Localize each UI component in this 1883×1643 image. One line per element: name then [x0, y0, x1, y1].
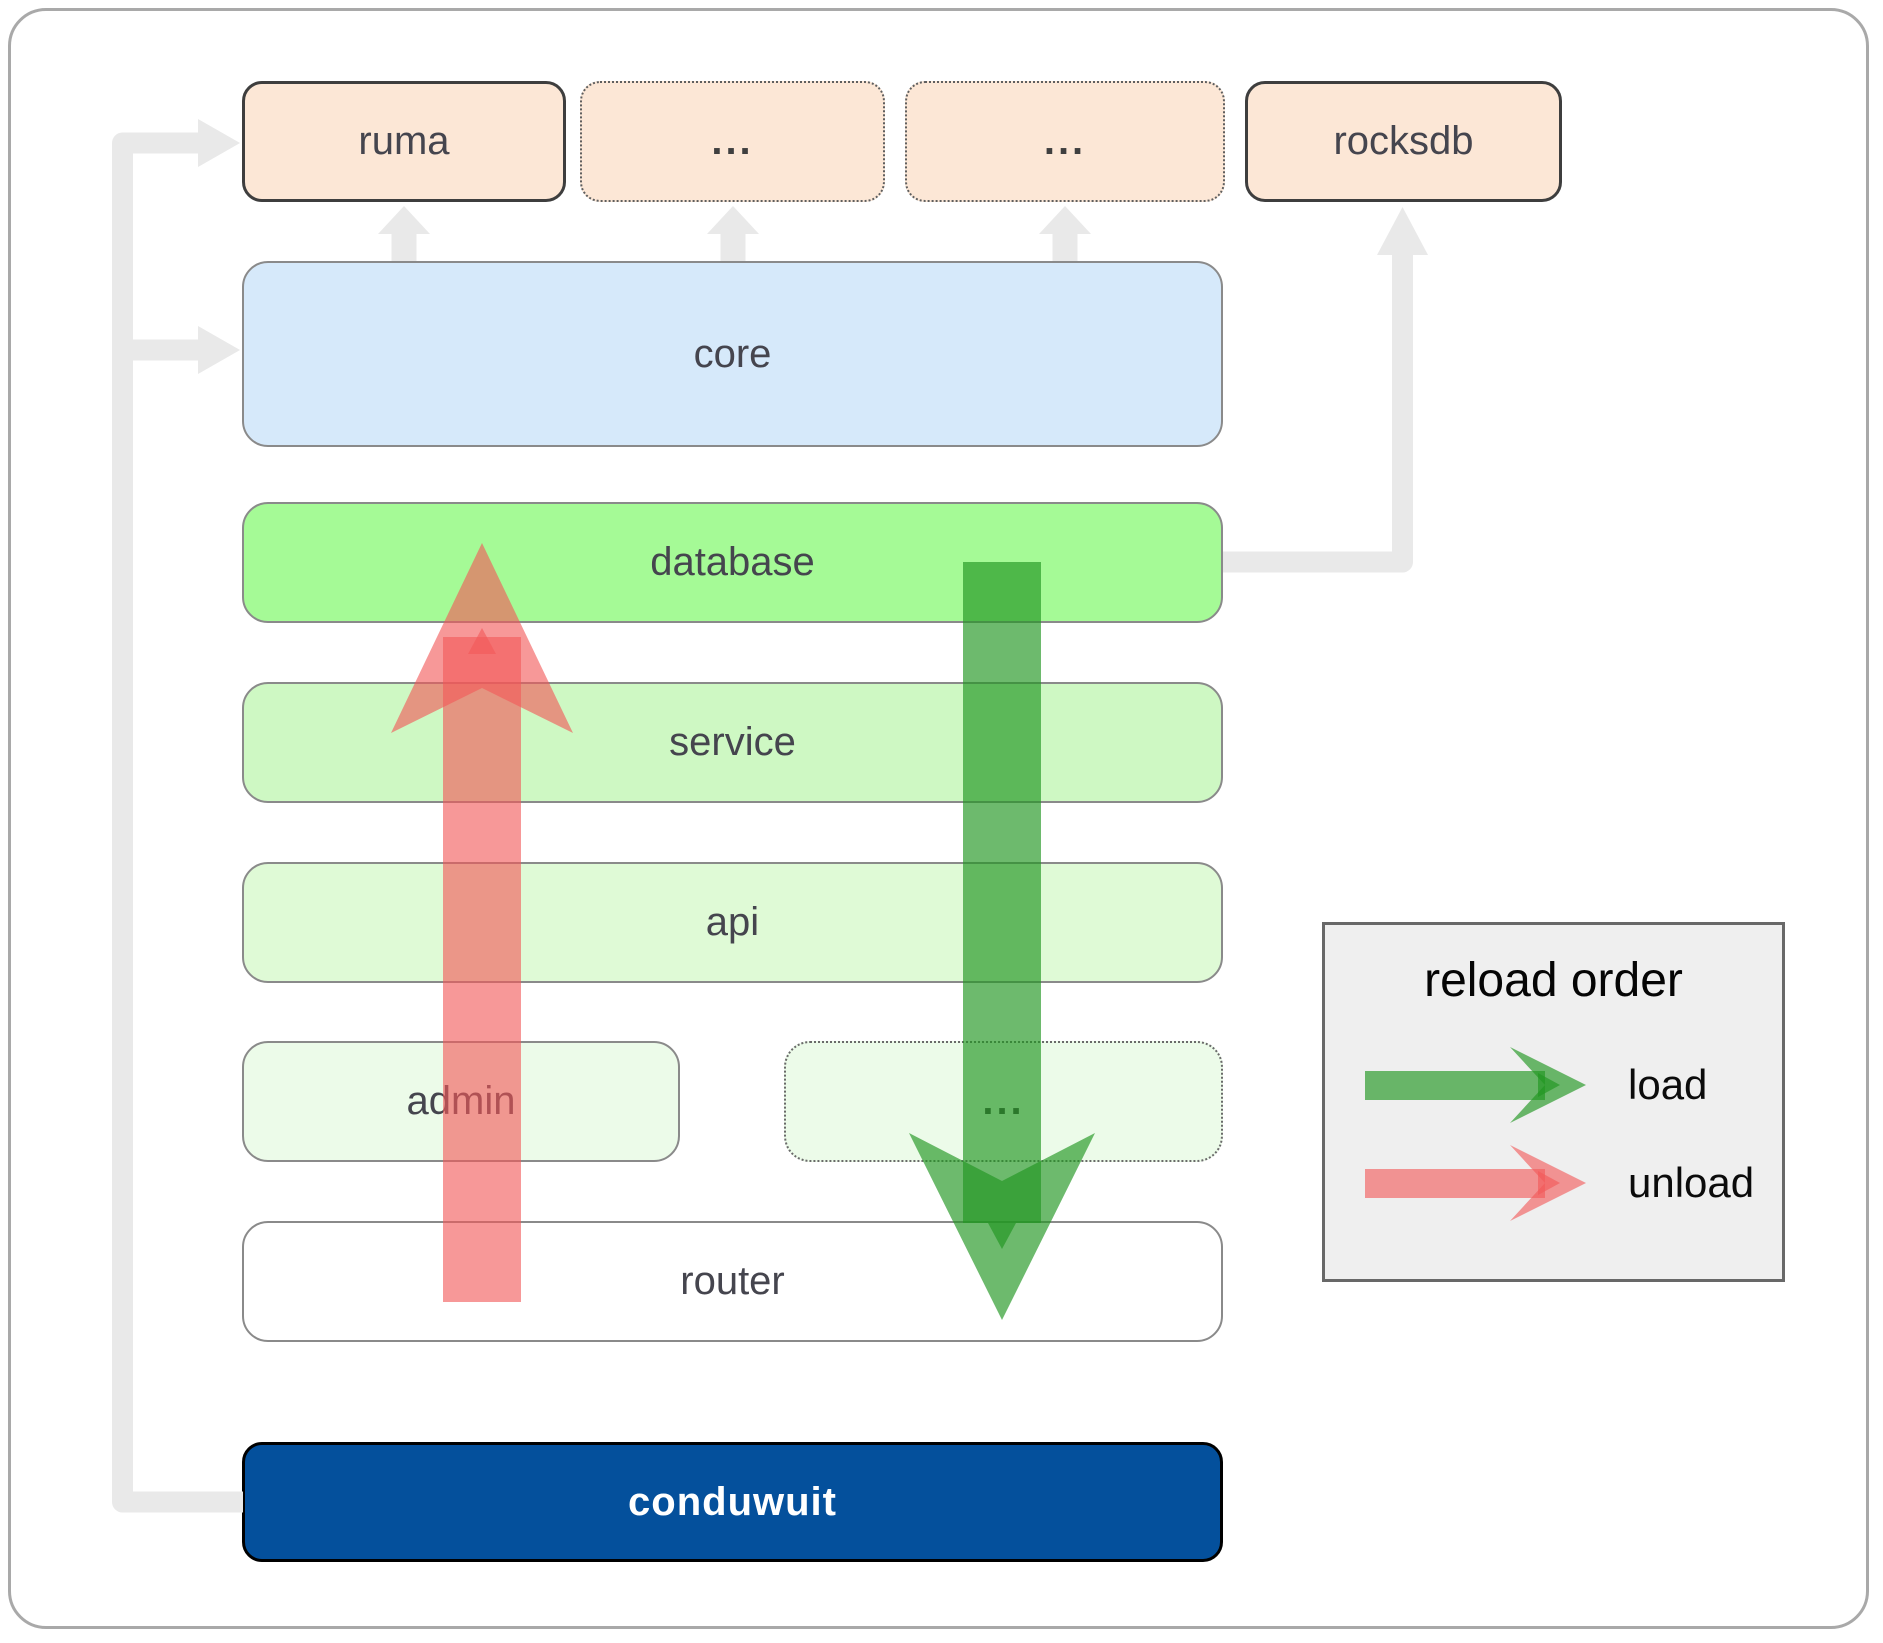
- node-label: router: [680, 1259, 785, 1303]
- legend-item-load: load: [1325, 1035, 1782, 1135]
- legend-item-unload: unload: [1325, 1133, 1782, 1233]
- ellipsis-label: ...: [711, 119, 754, 163]
- legend-label-load: load: [1628, 1061, 1708, 1108]
- node-label: database: [650, 540, 815, 584]
- node-admin: admin: [242, 1041, 680, 1162]
- unload-arrow-icon: [1365, 1145, 1586, 1221]
- node-ruma: ruma: [242, 81, 566, 202]
- load-arrow-icon: [1365, 1047, 1586, 1123]
- legend-reload-order: reload order load unload: [1322, 922, 1785, 1282]
- legend-title: reload order: [1424, 954, 1683, 1007]
- ellipsis-label: ...: [982, 1079, 1025, 1123]
- node-more-crate-1: ...: [580, 81, 885, 202]
- node-label: core: [693, 331, 772, 376]
- outer-frame: [8, 8, 1869, 1629]
- node-label: conduwuit: [628, 1479, 837, 1524]
- node-database: database: [242, 502, 1223, 623]
- node-conduwuit: conduwuit: [242, 1442, 1223, 1562]
- node-label: admin: [406, 1079, 516, 1123]
- node-rocksdb: rocksdb: [1245, 81, 1562, 202]
- node-core: core: [242, 261, 1223, 447]
- node-api: api: [242, 862, 1223, 983]
- legend-label-unload: unload: [1628, 1159, 1755, 1206]
- node-label: service: [669, 720, 796, 764]
- node-service: service: [242, 682, 1223, 803]
- node-more-crate-2: ...: [905, 81, 1225, 202]
- node-label: ruma: [358, 119, 450, 163]
- ellipsis-label: ...: [1043, 119, 1087, 163]
- node-label: rocksdb: [1333, 119, 1474, 163]
- node-more-service-crates: ...: [784, 1041, 1223, 1162]
- node-label: api: [705, 900, 760, 944]
- node-router: router: [242, 1221, 1223, 1342]
